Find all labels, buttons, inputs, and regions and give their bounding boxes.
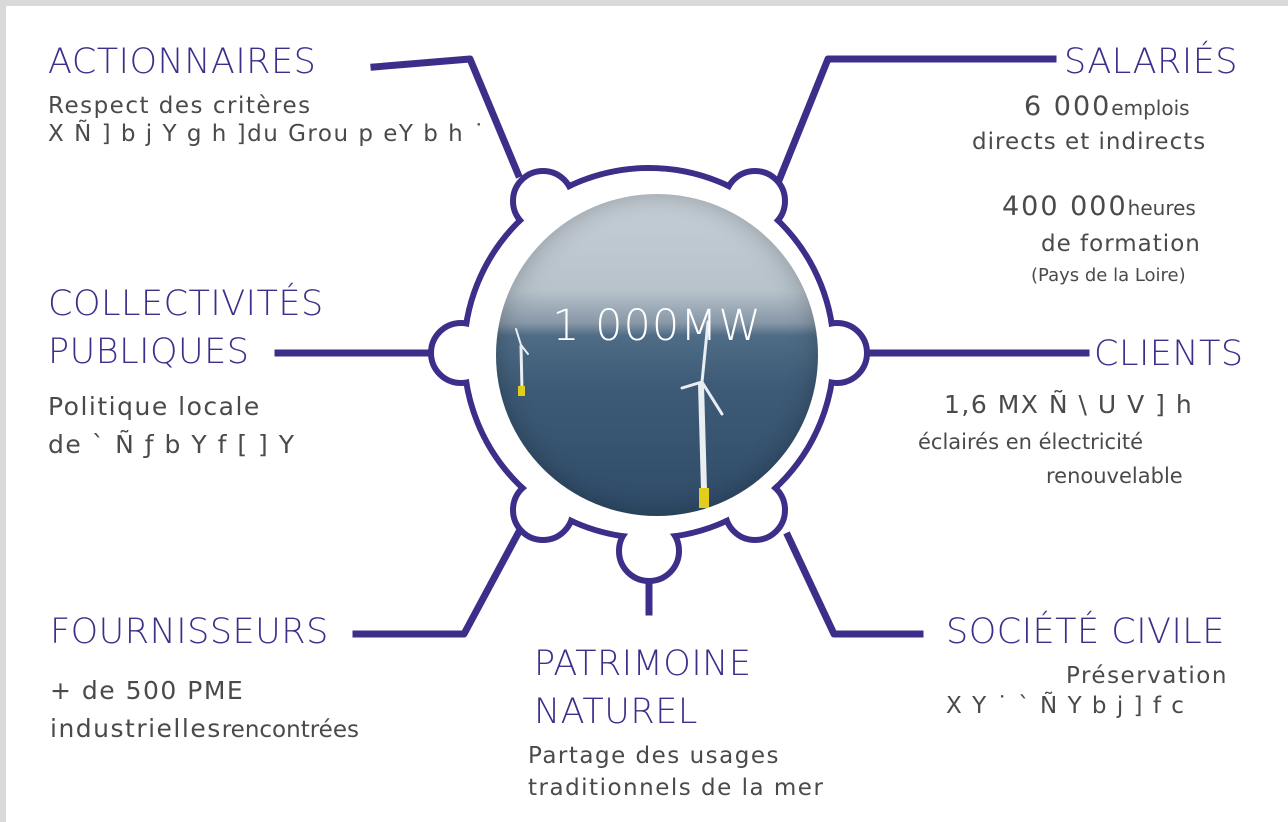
- clients-line2: éclairés en électricité: [918, 430, 1144, 454]
- collectivites-line1: Politique locale: [48, 392, 261, 421]
- fournisseurs-line1: + de 500 PME: [50, 676, 245, 705]
- societe-line2: X Y ˙ ` Ñ Y b j ] f c: [946, 693, 1186, 719]
- fournisseurs-line2-a: industrielles: [50, 714, 222, 743]
- salaries-training-number: 400 000: [1002, 191, 1128, 222]
- societe-line1: Préservation: [1066, 663, 1228, 689]
- patrimoine-title-line2: NATUREL: [534, 692, 698, 732]
- connector-societe: [783, 531, 924, 638]
- patrimoine-line1: Partage des usages: [528, 743, 780, 769]
- collectivites-title-line2: PUBLIQUES: [48, 332, 250, 372]
- salaries-training: 400 000heures: [1002, 192, 1196, 222]
- clients-line3: renouvelable: [1046, 464, 1183, 488]
- societe-title: SOCIÉTÉ CIVILE: [946, 612, 1225, 652]
- connector-salaries: [775, 55, 1057, 183]
- hub-label: 1 000MW: [552, 301, 762, 351]
- salaries-employment-unit: emplois: [1111, 96, 1190, 120]
- salaries-title: SALARIÉS: [1064, 42, 1239, 82]
- actionnaires-line2: X Ñ ] b j Y g h ]du Grou p eY b h ˙: [48, 121, 487, 147]
- patrimoine-line2: traditionnels de la mer: [528, 775, 825, 801]
- patrimoine-title-line1: PATRIMOINE: [534, 644, 752, 684]
- slide: 1 000MW ACTIONNAIRES Respect des critère…: [6, 6, 1288, 822]
- salaries-formation: de formation: [1041, 231, 1201, 257]
- fournisseurs-line2-b: rencontrées: [221, 717, 359, 743]
- salaries-employment-number: 6 000: [1024, 91, 1112, 122]
- fournisseurs-title: FOURNISSEURS: [50, 612, 329, 652]
- salaries-training-unit: heures: [1127, 196, 1196, 220]
- offshore-wind-farm-photo: [496, 194, 818, 516]
- collectivites-title-line1: COLLECTIVITÉS: [48, 284, 324, 324]
- fournisseurs-line2: industriellesrencontrées: [50, 714, 359, 743]
- actionnaires-title: ACTIONNAIRES: [48, 42, 317, 82]
- clients-line1: 1,6 MX Ñ \ U V ] h: [944, 390, 1194, 419]
- wind-turbine-illustration: [515, 320, 724, 508]
- salaries-direct-indirect: directs et indirects: [972, 129, 1207, 155]
- actionnaires-line1: Respect des critères: [48, 93, 312, 119]
- clients-title: CLIENTS: [1094, 334, 1244, 374]
- collectivites-line2: de ` Ñ ƒ b Y f [ ] Y: [48, 430, 296, 459]
- connector-actionnaires: [370, 55, 523, 179]
- connector-fournisseurs: [352, 521, 527, 638]
- salaries-employment: 6 000emplois: [1024, 92, 1190, 122]
- salaries-region: (Pays de la Loire): [1031, 265, 1186, 286]
